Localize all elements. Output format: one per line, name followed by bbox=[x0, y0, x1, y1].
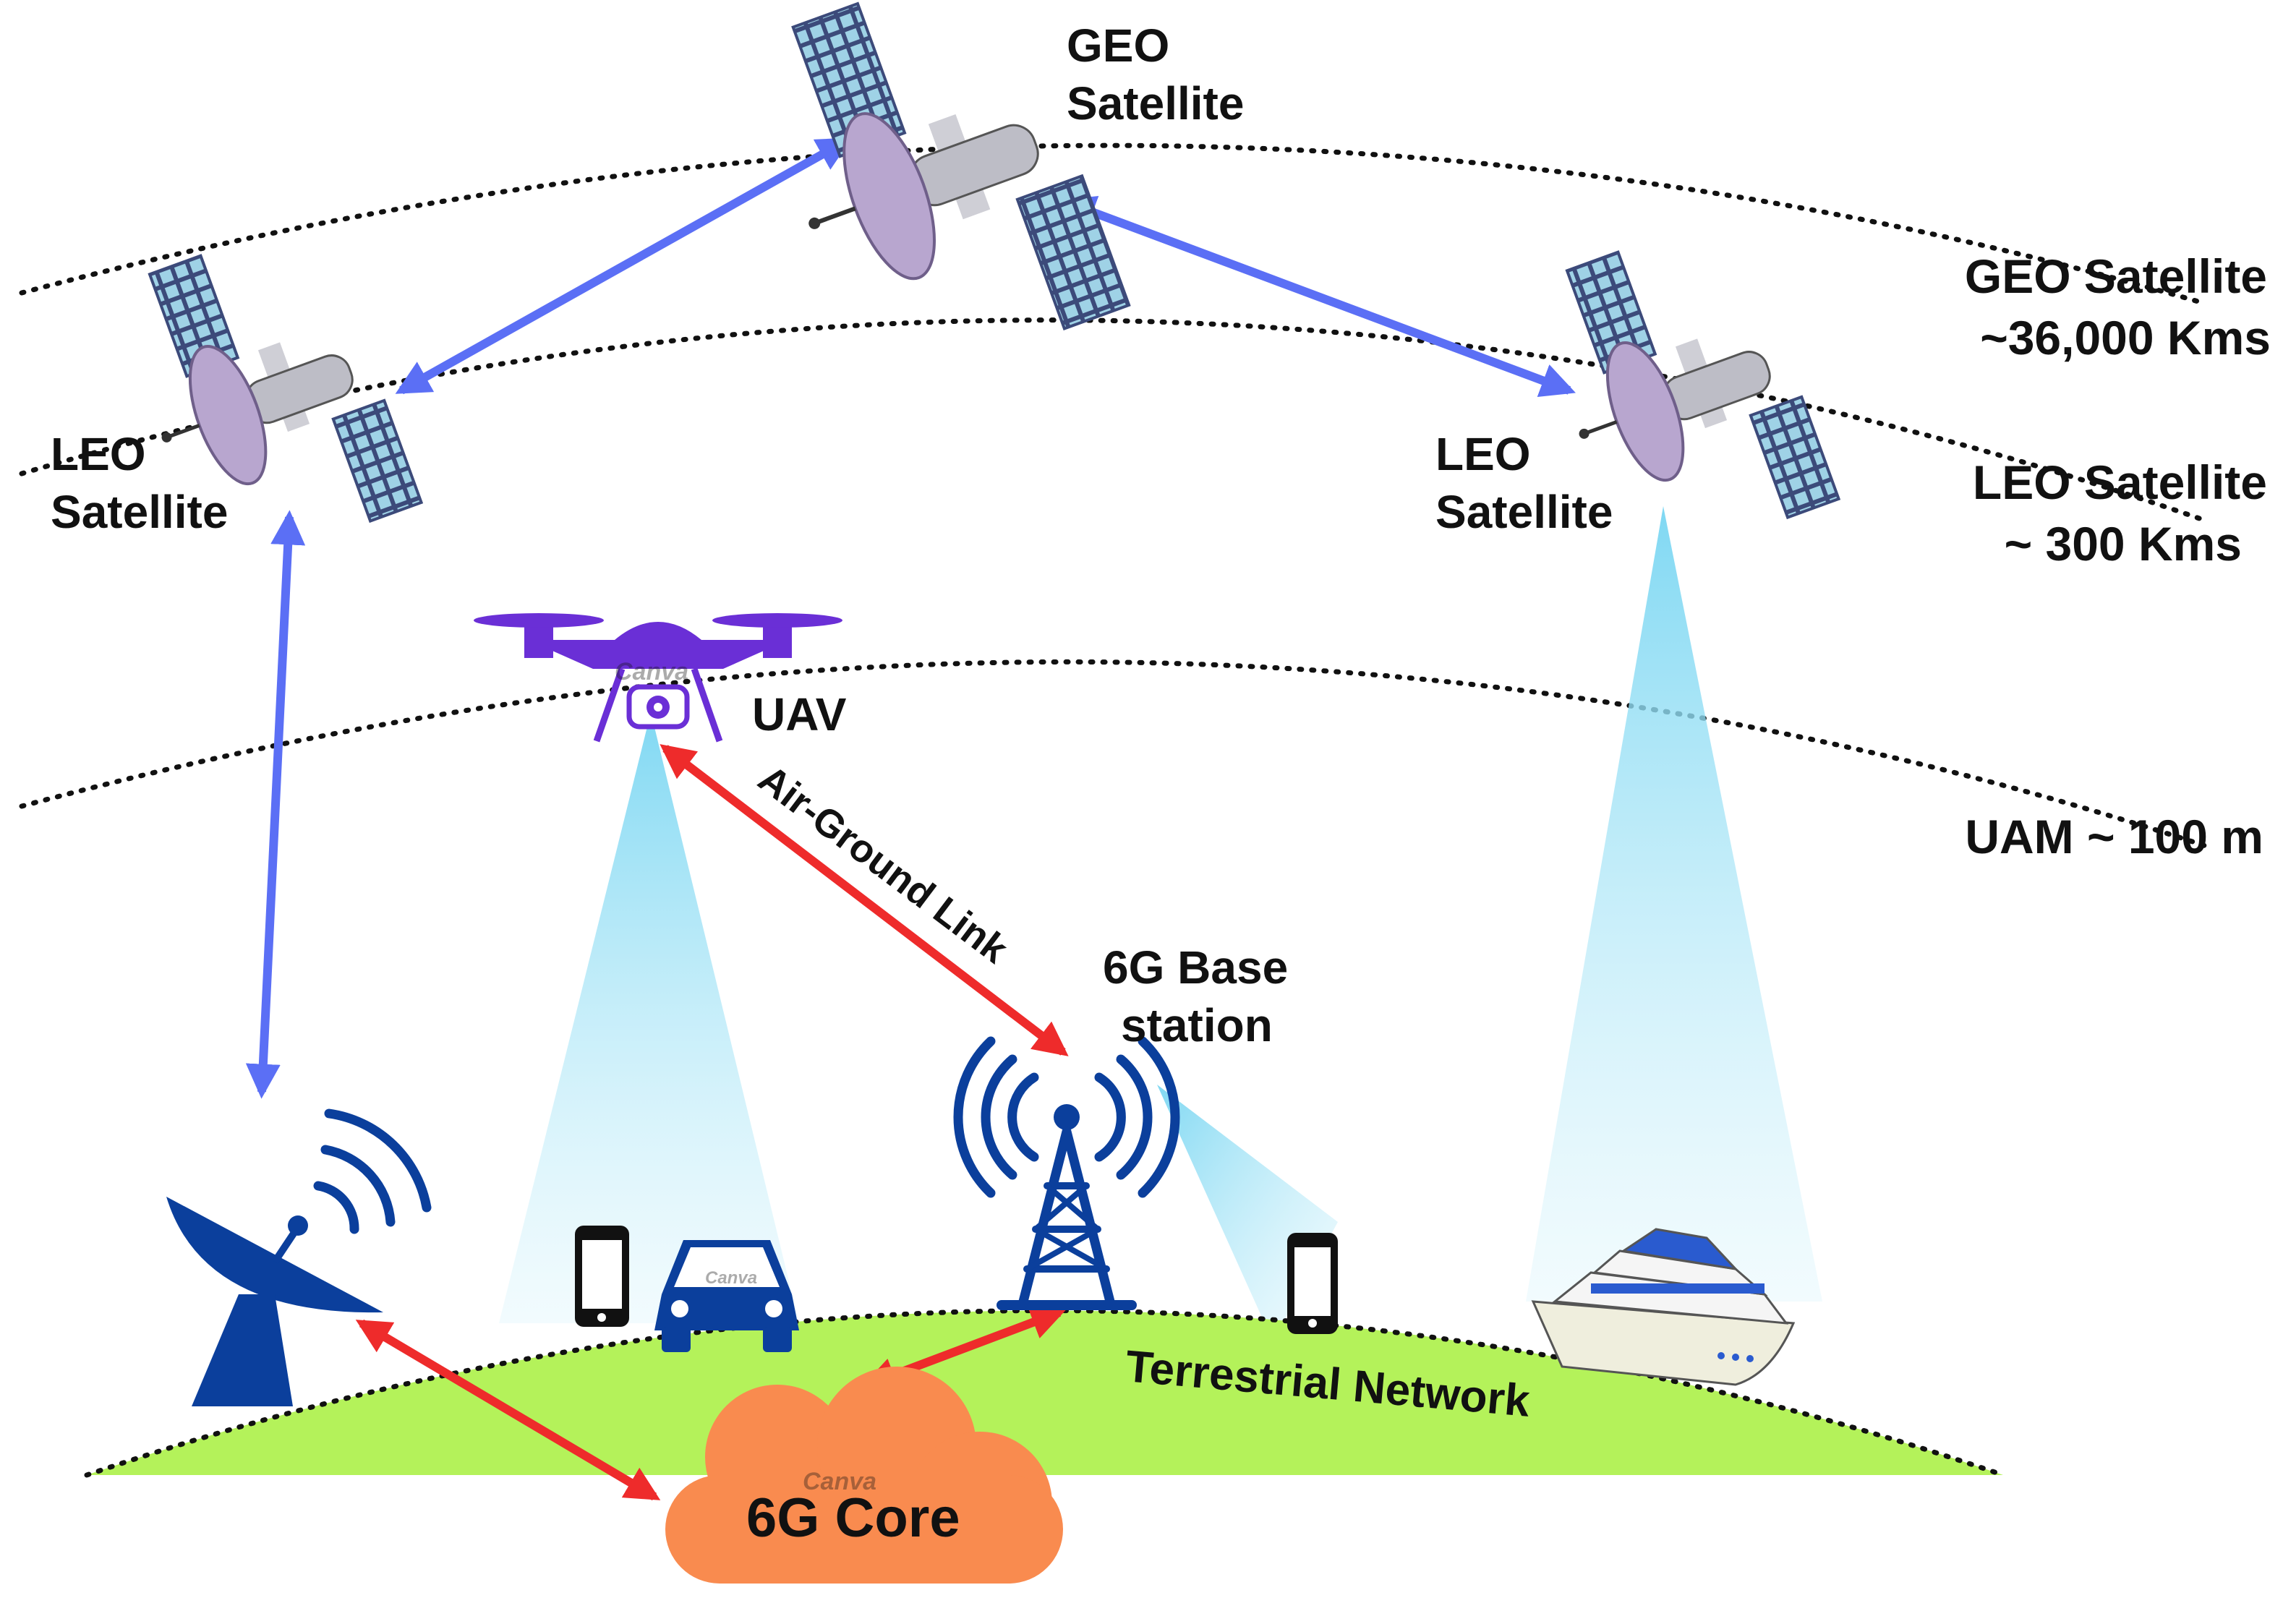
geo-orbit-line bbox=[19, 142, 2209, 307]
legend-leo-line2: ~ 300 Kms bbox=[2005, 517, 2242, 570]
base-station-label-line1: 6G Base bbox=[1103, 941, 1288, 993]
watermark-car: Canva bbox=[705, 1268, 757, 1288]
geo-satellite-label-line1: GEO bbox=[1067, 20, 1169, 72]
ship-icon bbox=[1531, 1228, 1796, 1386]
legend-leo-line1: LEO Satellite bbox=[1973, 456, 2267, 509]
leo-right-label-line2: Satellite bbox=[1435, 486, 1613, 538]
base-station-tower-icon bbox=[953, 1036, 1180, 1310]
car-icon bbox=[654, 1240, 799, 1352]
legend-uam: UAM ~ 100 m bbox=[1965, 810, 2263, 863]
link-leo-left-ground-station bbox=[245, 510, 306, 1099]
leo-right-beam bbox=[1526, 506, 1822, 1302]
canva-watermarks: Canva Canva Canva bbox=[615, 658, 876, 1495]
geo-satellite-label-line2: Satellite bbox=[1067, 77, 1244, 129]
watermark-uav: Canva bbox=[615, 658, 688, 685]
watermark-core: Canva bbox=[803, 1468, 876, 1495]
satellite-dish-icon bbox=[166, 1108, 432, 1406]
legend-geo-line1: GEO Satellite bbox=[1965, 249, 2267, 303]
leo-left-label-line2: Satellite bbox=[51, 486, 228, 538]
satellite-links bbox=[245, 137, 1576, 1099]
link-geo-leo-left bbox=[395, 137, 853, 395]
link-uav-base-station bbox=[660, 744, 1069, 1056]
core-cloud bbox=[665, 1367, 1063, 1584]
leo-right-label-line1: LEO bbox=[1435, 428, 1531, 480]
uav-drone-icon bbox=[474, 613, 842, 743]
geo-satellite-icon bbox=[791, 1, 1131, 330]
core-label: 6G Core bbox=[746, 1487, 960, 1549]
leo-right-satellite-icon bbox=[1565, 250, 1841, 520]
altitude-lines bbox=[19, 142, 2209, 849]
uav-label: UAV bbox=[752, 688, 847, 740]
phone-icon-left bbox=[575, 1226, 629, 1327]
uam-altitude-line bbox=[19, 659, 2209, 849]
base-station-label-line2: station bbox=[1121, 999, 1273, 1051]
link-geo-leo-right bbox=[1060, 195, 1576, 398]
leo-orbit-line bbox=[19, 317, 2209, 523]
leo-left-satellite-icon bbox=[148, 254, 424, 523]
uav-beam bbox=[499, 712, 799, 1323]
phone-icon-right bbox=[1287, 1233, 1338, 1334]
air-ground-link-label: Air-Ground Link bbox=[751, 757, 1016, 973]
legend-geo-line2: ~36,000 Kms bbox=[1980, 311, 2271, 364]
coverage-beams bbox=[499, 506, 1822, 1341]
leo-left-label-line1: LEO bbox=[51, 428, 146, 480]
altitude-legend: GEO Satellite ~36,000 Kms LEO Satellite … bbox=[1965, 249, 2271, 863]
link-dish-core bbox=[355, 1319, 661, 1501]
